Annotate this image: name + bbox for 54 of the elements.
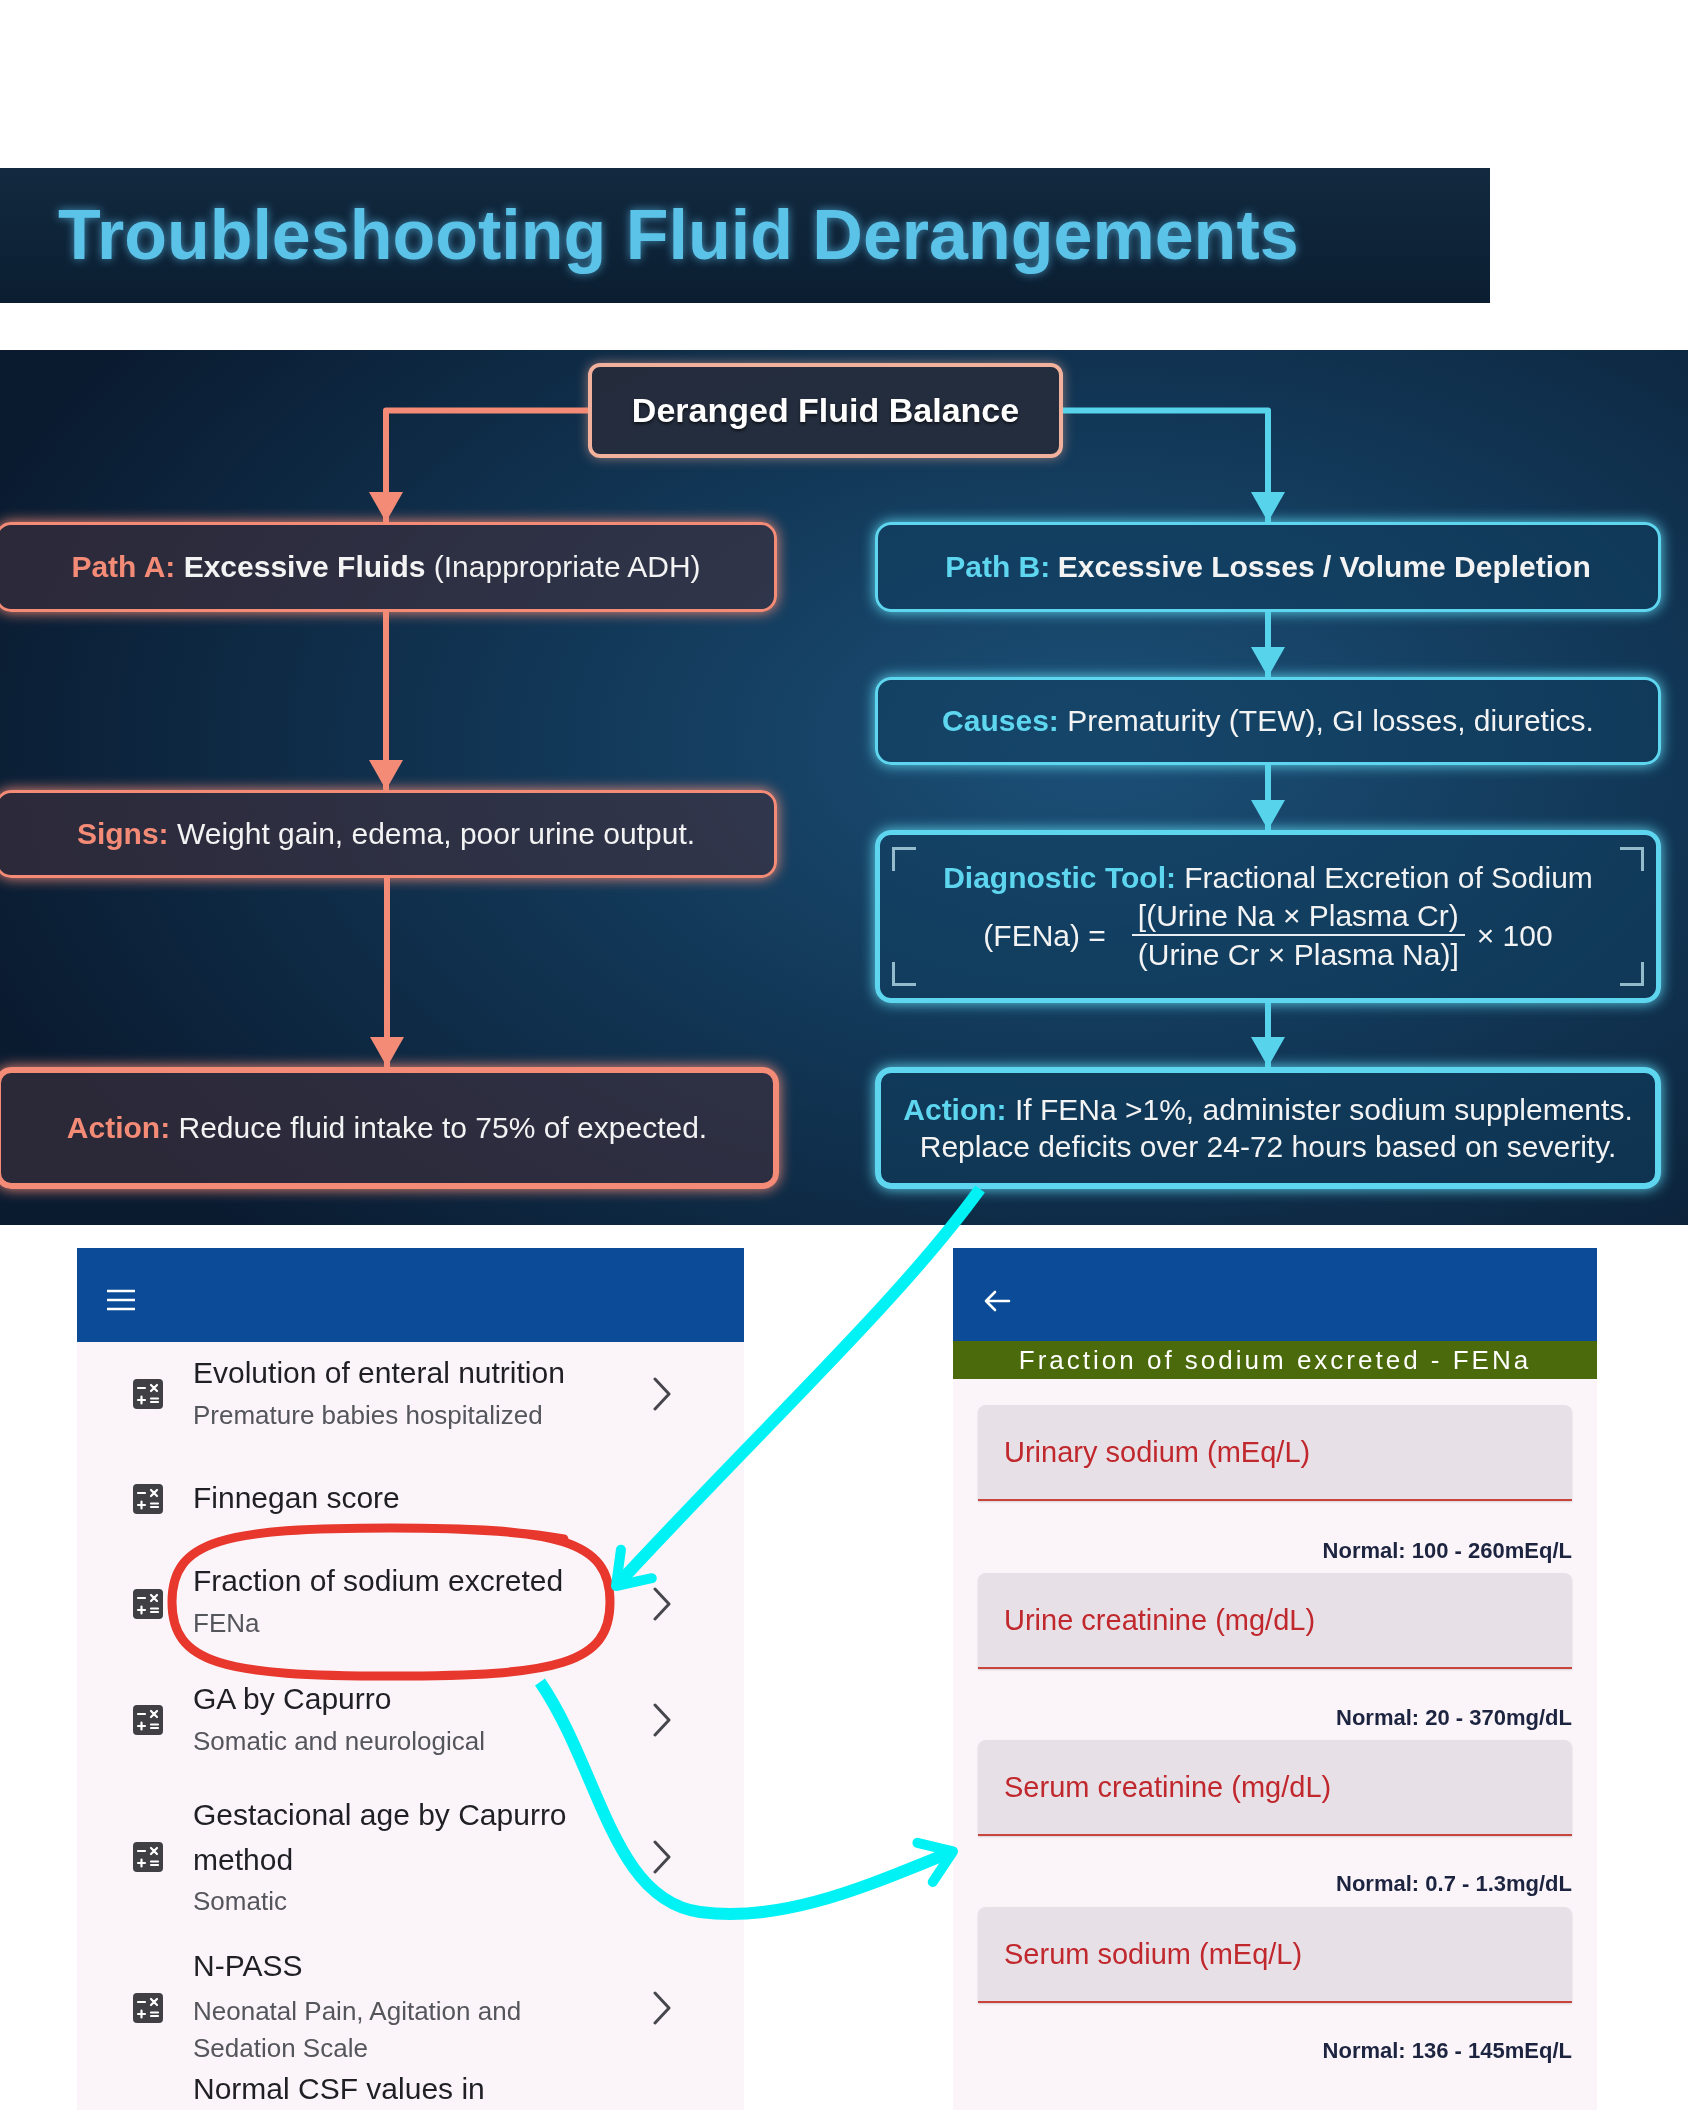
list-item-title: Evolution of enteral nutrition [193,1355,565,1391]
list-item-subtitle: Somatic and neurological [193,1726,485,1756]
connector-arrow [369,612,403,790]
connector-arrow [1063,407,1285,522]
formula-text: × 100 [1476,917,1553,954]
list-item-title: N-PASS [193,1948,303,1984]
input-field: Urine creatinine (mg/dL) [978,1573,1572,1669]
connector-arrow [1251,612,1285,677]
step-text: Path A: Excessive Fluids (Inappropriate ADH) [71,550,701,584]
list-item-title: Gestacional age by Capurro method [193,1797,568,1878]
process-box [875,522,1661,612]
input-field: Serum creatinine (mg/dL) [978,1740,1572,1836]
normal-range-note: Normal: 136 - 145mEq/L [1322,2038,1572,2064]
process-box [0,1067,779,1189]
list-item-subtitle: Neonatal Pain, Agitation and Sedation Scale [193,1995,523,2065]
phone-screen [77,1248,744,2110]
circled-list-item [166,1522,616,1682]
process-box [875,830,1661,1003]
list-item-title: GA by Capurro [193,1681,392,1717]
formula-numerator: [(Urine Na × Plasma Cr) [1131,896,1465,937]
process-box [0,790,777,878]
input-field: Serum sodium (mEq/L) [978,1907,1572,2003]
box-title: Deranged Fluid Balance [631,391,1020,430]
connector-arrow [369,407,588,522]
normal-range-note: Normal: 20 - 370mg/dL [1336,1705,1572,1731]
start-box [588,363,1063,458]
step-text: Signs: Weight gain, edema, poor urine output. [76,817,696,851]
step-text: Excessive Losses / Volume Depletion [1057,550,1591,584]
step-label: Path B: [945,550,1051,584]
connector-arrow [1251,765,1285,830]
hand-drawn-arrow [534,1678,958,1920]
normal-range-note: Normal: 100 - 260mEq/L [1322,1538,1572,1564]
process-box [0,522,777,612]
formula-denominator: (Urine Cr × Plasma Na)] [1136,937,1460,974]
step-text: Action: If FENa >1%, administer sodium supplements. Replace deficits over 24-72 hours based on severity. [903,1092,1633,1163]
list-item-title: Fraction of sodium excreted [193,1563,564,1599]
list-item-subtitle: FENa [193,1608,260,1638]
screen-title: Fraction of sodium excreted - FENa [953,1341,1597,1379]
list-item-title: Normal CSF values in [193,2071,485,2107]
process-box [875,677,1661,765]
list-item-subtitle: Premature babies hospitalized [193,1400,543,1430]
connector-arrow [370,878,404,1067]
step-text: Diagnostic Tool: Fractional Excretion of Sodium [943,861,1593,895]
input-field: Urinary sodium (mEq/L) [978,1405,1572,1501]
connector-arrow [1251,1003,1285,1067]
process-box [875,1067,1661,1189]
formula-text: (FENa) = [983,917,1106,954]
normal-range-note: Normal: 0.7 - 1.3mg/dL [1336,1871,1572,1897]
step-text: Causes: Prematurity (TEW), GI losses, diuretics. [942,704,1594,738]
list-item-subtitle: Somatic [193,1886,287,1916]
diagram-title: Troubleshooting Fluid Derangements [58,197,1299,274]
phone-screen [953,1248,1597,2110]
step-text: Action: Reduce fluid intake to 75% of expected. [66,1111,708,1145]
list-item-title: Finnegan score [193,1480,400,1516]
